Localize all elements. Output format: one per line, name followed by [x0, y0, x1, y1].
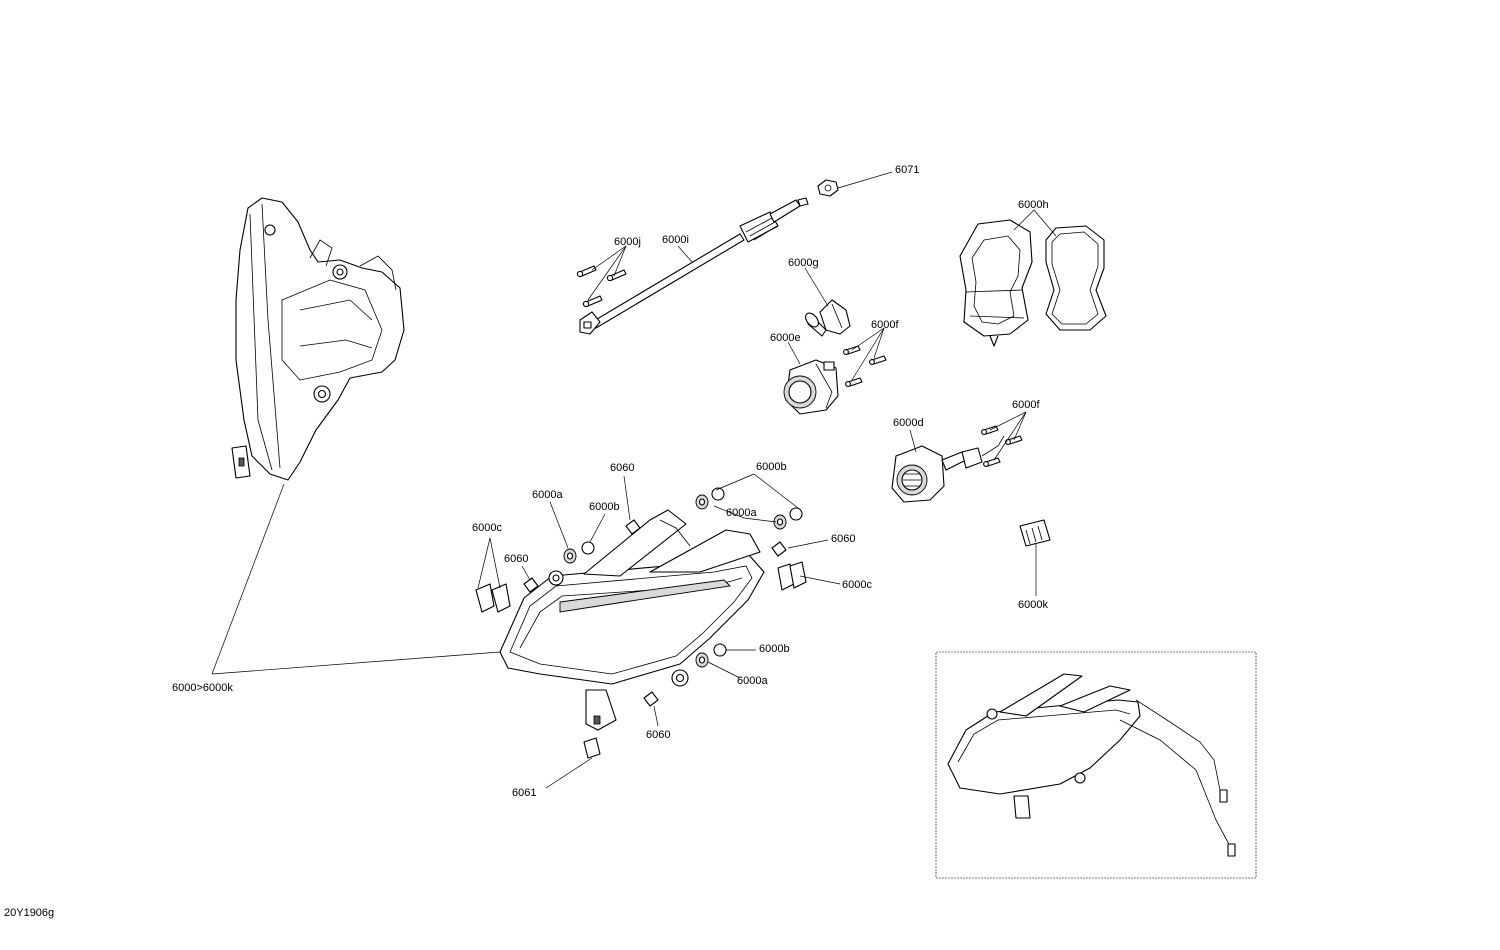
label-6000h: 6000h: [1018, 199, 1049, 211]
label-6061: 6061: [512, 787, 536, 799]
lamp-module-6000e: [783, 359, 839, 415]
label-6060-bottom: 6060: [646, 729, 670, 741]
callout-labels: 6071 6000j 6000i 6000h 6000g 6000f 6000e…: [172, 164, 1049, 799]
bushings-6000b: [581, 487, 803, 657]
adjuster-cable: [579, 197, 809, 335]
label-6000b-left: 6000b: [589, 501, 620, 513]
headlamp-side-view: [231, 197, 405, 481]
grommets-6000a: [563, 494, 787, 668]
label-6060-right: 6060: [831, 533, 855, 545]
lamp-module-6000d: [891, 435, 1005, 503]
clips-6000c: [475, 561, 807, 613]
label-6000b-top-right: 6000b: [756, 461, 787, 473]
label-6000a-left: 6000a: [532, 489, 563, 501]
gasket-6000h: [959, 219, 1107, 347]
label-6000b-bottom: 6000b: [759, 643, 790, 655]
nut-6061: [583, 737, 601, 759]
label-6060-top: 6060: [610, 462, 634, 474]
screws-6000j: [576, 265, 627, 308]
bolts-6060: [523, 519, 787, 707]
label-6000f-upper: 6000f: [871, 319, 899, 331]
diagram-code: 20Y1906g: [4, 907, 55, 919]
label-6000k: 6000k: [1018, 599, 1048, 611]
screws-6000f-upper: [843, 345, 887, 387]
label-6000a-bottom: 6000a: [737, 675, 768, 687]
connector-6000k: [1019, 519, 1051, 547]
label-6000c-right: 6000c: [842, 579, 872, 591]
nut-6071: [817, 179, 839, 197]
leader-lines: [211, 171, 1057, 789]
label-6000e: 6000e: [770, 332, 801, 344]
label-6000i: 6000i: [662, 234, 689, 246]
inset-headlamp-with-cable: [947, 673, 1236, 857]
inset-frame: [935, 651, 1257, 879]
label-6000-range: 6000>6000k: [172, 682, 233, 694]
label-6000a-right: 6000a: [726, 507, 757, 519]
label-6000c-left: 6000c: [472, 522, 502, 534]
bulb-6000g: [805, 299, 851, 337]
label-6071: 6071: [895, 164, 919, 176]
label-6000g: 6000g: [788, 257, 819, 269]
label-6060-left: 6060: [504, 553, 528, 565]
screws-6000f-lower: [981, 425, 1023, 467]
label-6000f-lower: 6000f: [1012, 399, 1040, 411]
label-6000d: 6000d: [893, 417, 924, 429]
headlamp-front: [499, 509, 765, 731]
label-6000j: 6000j: [614, 236, 641, 248]
